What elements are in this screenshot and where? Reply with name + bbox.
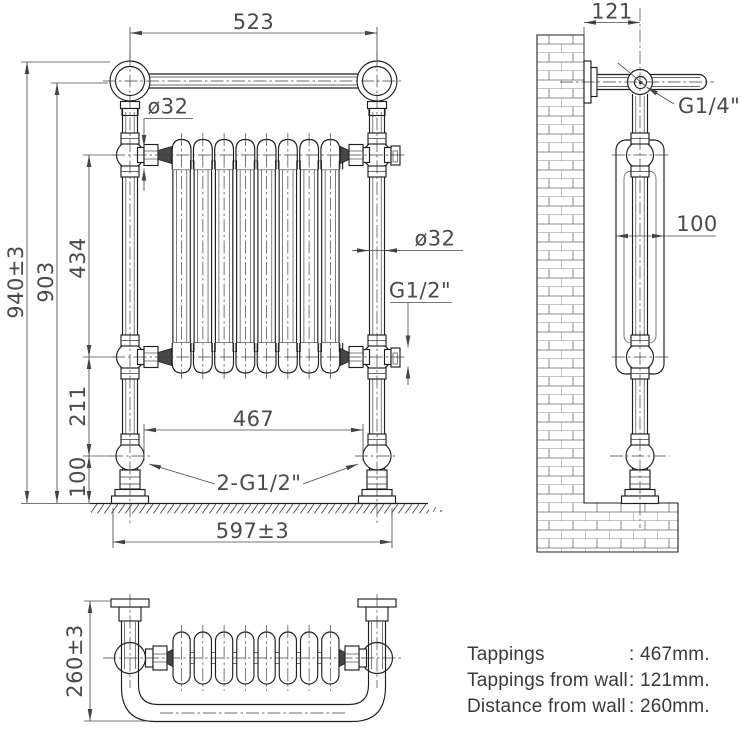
note-value: : 121mm. xyxy=(629,670,710,691)
note-row-tappings: Tappings : 467mm. xyxy=(467,642,710,668)
side-centerlines xyxy=(560,8,714,528)
note-label: Tappings from wall xyxy=(467,670,628,691)
dim-bottom-tapping-spacing: 467 xyxy=(233,407,275,431)
dim-pipe-diameter-right: ø32 xyxy=(414,227,455,251)
dim-radiator-depth: 100 xyxy=(676,212,718,236)
side-view: 121 G1/4" 100 xyxy=(536,0,740,553)
note-value: : 467mm. xyxy=(629,644,710,665)
dim-valve-thread: G1/2" xyxy=(389,279,451,303)
note-label: Distance from wall xyxy=(467,696,626,717)
dim-foot-height: 100 xyxy=(66,456,90,498)
dim-wall-to-post: 121 xyxy=(591,0,633,24)
dim-tapping-span: 434 xyxy=(66,237,90,279)
note-row-tappings-from-wall: Tappings from wall : 121mm. xyxy=(467,668,710,694)
notes-table: Tappings : 467mm. Tappings from wall : 1… xyxy=(467,642,710,720)
dim-bottom-tappings: 2-G1/2" xyxy=(217,471,302,495)
side-dimensions: 121 G1/4" 100 xyxy=(583,0,740,239)
note-value: : 260mm. xyxy=(629,696,710,717)
note-row-distance-from-wall: Distance from wall : 260mm. xyxy=(467,694,710,720)
dim-overall-height: 940±3 xyxy=(4,245,28,319)
dim-pipe-diameter-top: ø32 xyxy=(147,95,188,119)
ground xyxy=(90,502,442,514)
front-view: 523 940±3 903 434 211 100 ø32 xyxy=(4,10,463,548)
dim-tapping-to-foot: 211 xyxy=(66,385,90,427)
dim-rail-width: 523 xyxy=(233,10,275,34)
top-centerlines xyxy=(103,594,404,714)
dim-air-vent-thread: G1/4" xyxy=(678,94,740,118)
dim-overall-width: 597±3 xyxy=(216,519,290,543)
front-dimensions: 523 940±3 903 434 211 100 ø32 xyxy=(4,10,463,548)
note-label: Tappings xyxy=(467,644,545,665)
dim-wall-distance: 260±3 xyxy=(63,624,87,698)
dim-post-height: 903 xyxy=(34,261,58,303)
top-dimensions: 260±3 xyxy=(63,600,150,722)
top-view: 260±3 xyxy=(63,594,404,723)
radiator-core xyxy=(171,132,344,380)
front-centerlines xyxy=(103,53,404,524)
